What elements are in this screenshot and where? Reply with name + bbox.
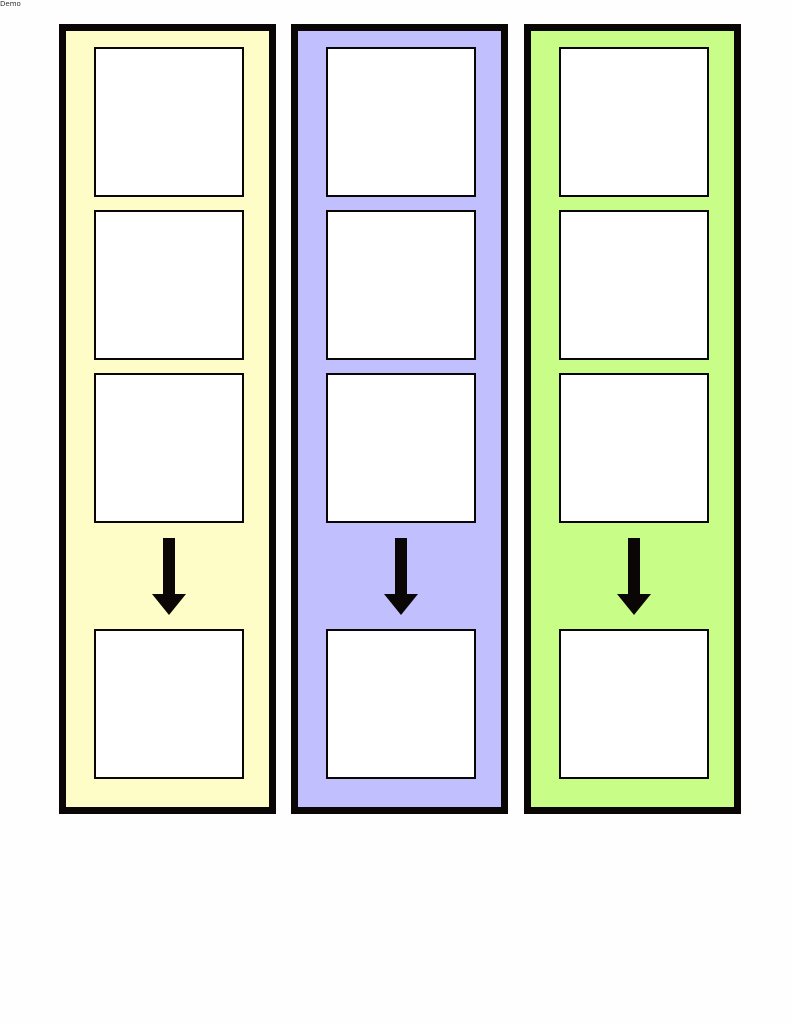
box-3 [326, 373, 476, 523]
box-3 [559, 373, 709, 523]
box-4 [326, 629, 476, 779]
box-4 [94, 629, 244, 779]
box-4 [559, 629, 709, 779]
column-purple [291, 24, 508, 814]
column-green [524, 24, 741, 814]
arrow-down-icon [151, 538, 187, 616]
box-2 [326, 210, 476, 360]
box-2 [94, 210, 244, 360]
arrow-down-icon [616, 538, 652, 616]
box-1 [326, 47, 476, 197]
box-3 [94, 373, 244, 523]
column-yellow [59, 24, 276, 814]
box-2 [559, 210, 709, 360]
box-1 [559, 47, 709, 197]
demo-label: Demo [0, 0, 21, 8]
box-1 [94, 47, 244, 197]
arrow-down-icon [383, 538, 419, 616]
